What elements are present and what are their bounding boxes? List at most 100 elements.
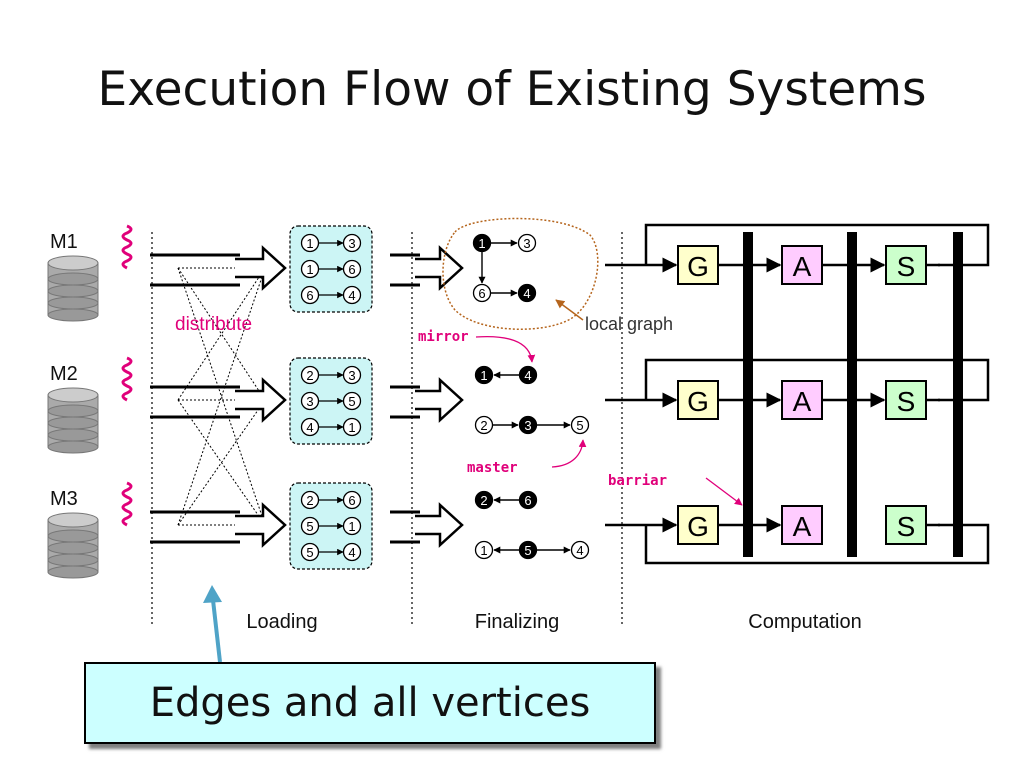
phase-label: G [687, 386, 709, 417]
vertex-label: 3 [306, 394, 313, 409]
vertex-node [342, 259, 362, 279]
mirror-label: mirror [418, 329, 469, 345]
machine-label: M2 [50, 363, 78, 385]
vertex-label: 2 [306, 368, 313, 383]
vertex-node [517, 283, 537, 303]
vertex-label: 3 [348, 368, 355, 383]
vertex-node [342, 516, 362, 536]
local-graph-label: local graph [585, 314, 673, 334]
vertex-label: 6 [478, 286, 485, 301]
vertex-node [472, 233, 492, 253]
phase-box-a [781, 380, 823, 420]
vertex-node [300, 259, 320, 279]
slide-title: Execution Flow of Existing Systems [97, 62, 927, 117]
stage-finalizing-label: Finalizing [475, 611, 559, 633]
phase-label: G [687, 511, 709, 542]
barrier-label: barriar [608, 473, 667, 489]
flow-arrow [415, 377, 464, 423]
vertex-node [518, 415, 538, 435]
flow-arrow [415, 245, 464, 291]
barrier-bar [743, 232, 753, 557]
vertex-label: 2 [306, 493, 313, 508]
vertex-label: 3 [348, 236, 355, 251]
phase-label: A [793, 386, 812, 417]
database-icon [47, 512, 99, 579]
flow-arrow [235, 502, 287, 548]
vertex-label: 3 [523, 236, 530, 251]
vertex-node [474, 415, 494, 435]
phase-label: A [793, 511, 812, 542]
data-source-squiggle [121, 356, 133, 402]
vertex-node [300, 542, 320, 562]
vertex-label: 5 [348, 394, 355, 409]
vertex-node [300, 516, 320, 536]
machine-label: M3 [50, 488, 78, 510]
vertex-node [518, 540, 538, 560]
vertex-label: 4 [523, 286, 530, 301]
vertex-node [342, 391, 362, 411]
database-icon [47, 255, 99, 322]
vertex-node [300, 490, 320, 510]
vertex-node [342, 285, 362, 305]
vertex-node [300, 391, 320, 411]
vertex-node [474, 540, 494, 560]
vertex-node [472, 283, 492, 303]
phase-box-g [677, 380, 719, 420]
vertex-label: 4 [306, 420, 313, 435]
master-label: master [467, 460, 518, 476]
vertex-label: 4 [348, 288, 355, 303]
edges-callout: Edges and all vertices [84, 662, 656, 744]
vertex-label: 1 [478, 236, 485, 251]
vertex-node [474, 490, 494, 510]
vertex-node [342, 365, 362, 385]
machine-label: M1 [50, 231, 78, 253]
vertex-label: 4 [348, 545, 355, 560]
vertex-node [518, 490, 538, 510]
vertex-label: 1 [306, 262, 313, 277]
vertex-label: 1 [306, 236, 313, 251]
phase-label: S [897, 511, 916, 542]
phase-box-a [781, 505, 823, 545]
phase-label: A [793, 251, 812, 282]
vertex-node [570, 415, 590, 435]
vertex-node [300, 417, 320, 437]
vertex-label: 5 [524, 543, 531, 558]
data-source-squiggle [121, 481, 133, 527]
vertex-label: 6 [524, 493, 531, 508]
vertex-node [570, 540, 590, 560]
phase-label: G [687, 251, 709, 282]
data-source-squiggle [121, 224, 133, 270]
phase-label: S [897, 386, 916, 417]
vertex-label: 3 [524, 418, 531, 433]
stage-loading-label: Loading [246, 611, 317, 633]
flow-arrow [415, 502, 464, 548]
vertex-label: 1 [480, 543, 487, 558]
vertex-node [474, 365, 494, 385]
vertex-label: 5 [306, 545, 313, 560]
vertex-node [518, 365, 538, 385]
vertex-label: 5 [306, 519, 313, 534]
loaded-edges-box: 1 3 1 6 6 4 [289, 225, 373, 313]
vertex-label: 5 [576, 418, 583, 433]
finalized-subgraph: 1 3 6 4 [472, 233, 537, 303]
barrier-bar [847, 232, 857, 557]
vertex-label: 6 [348, 262, 355, 277]
stage-computation-label: Computation [748, 611, 861, 633]
vertex-node [300, 233, 320, 253]
vertex-node [300, 285, 320, 305]
phase-label: S [897, 251, 916, 282]
vertex-label: 2 [480, 493, 487, 508]
vertex-node [342, 490, 362, 510]
vertex-node [517, 233, 537, 253]
vertex-label: 4 [576, 543, 583, 558]
vertex-node [342, 542, 362, 562]
phase-box-g [677, 505, 719, 545]
vertex-node [300, 365, 320, 385]
vertex-label: 6 [306, 288, 313, 303]
finalized-subgraph: 2 6 1 5 4 [474, 490, 590, 560]
flow-arrow [235, 245, 287, 291]
flow-arrow [235, 377, 287, 423]
